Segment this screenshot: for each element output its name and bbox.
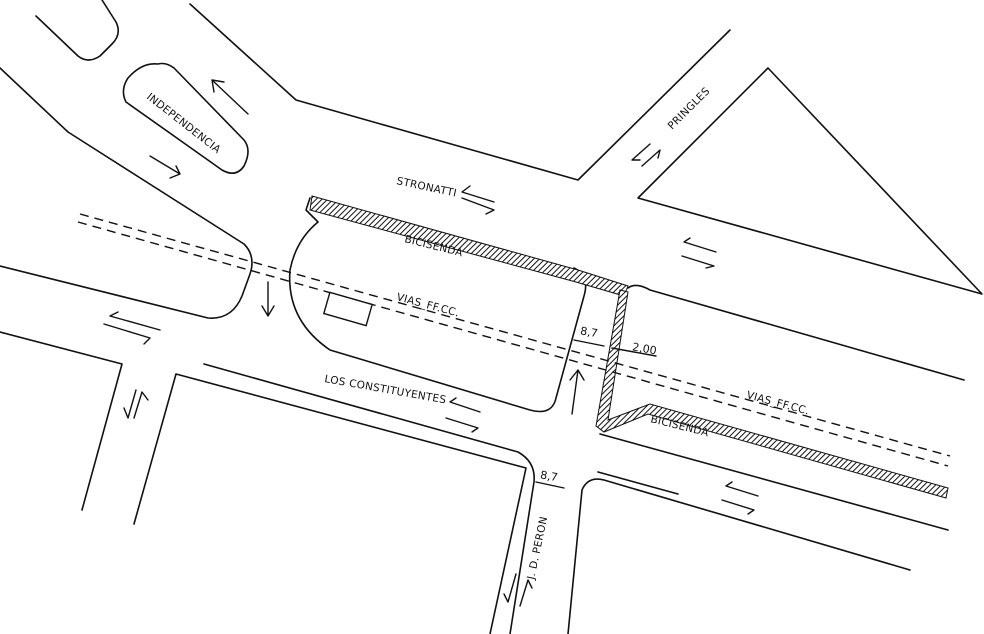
label-los-constituyentes: LOS CONSTITUYENTES (323, 373, 447, 406)
dimension-peron: 8,7 (535, 468, 565, 489)
svg-text:8,7: 8,7 (539, 468, 558, 484)
curb-southeast-block (567, 478, 911, 634)
bicisenda-north-strip (309, 195, 629, 297)
dimension-bikepath: 2,00 (611, 340, 658, 357)
arrow-independencia-up-left (211, 79, 249, 115)
label-railway-center: VIAS_FF.CC. (395, 291, 460, 319)
arrow-east-avenue-two-way (681, 237, 717, 269)
railway-line-south (77, 221, 949, 467)
curb-southwest-block (133, 373, 527, 634)
arrow-crossing-up (569, 369, 585, 415)
central-median (288, 197, 587, 413)
label-railway-east: VIAS_FF.CC. (745, 389, 810, 417)
curb-top-left-block (35, 0, 120, 61)
railway-line-north (79, 213, 951, 457)
curb-east-south (599, 433, 949, 531)
arrow-peron-two-way (503, 573, 533, 607)
label-pringles: PRINGLES (666, 85, 713, 132)
arrow-crossing-down (261, 281, 275, 317)
label-stronatti: STRONATTI (395, 175, 457, 199)
arrow-southeast-avenue-two-way (721, 481, 759, 515)
curb-west-block (0, 331, 123, 511)
svg-text:8,7: 8,7 (579, 324, 598, 340)
curb-los-constituyentes-north (203, 363, 535, 634)
arrow-west-avenue-two-way (103, 311, 161, 345)
arrow-independencia-down-right (149, 155, 181, 179)
curb-west-northside (0, 67, 253, 319)
arrow-west-cross-two-way (123, 389, 149, 419)
dimension-crossing: 8,7 (573, 324, 605, 347)
curb-north-block (189, 3, 731, 181)
label-jd-peron: J. D. PERON (525, 515, 550, 581)
arrow-los-constituyentes-two-way (445, 397, 481, 433)
median-structure (322, 291, 374, 327)
independencia-island (122, 62, 249, 174)
arrow-pringles-two-way (631, 143, 661, 167)
curb-east-north (627, 284, 965, 381)
curb-southeast-inner (597, 471, 679, 495)
pringles-triangle-block (637, 67, 983, 295)
bicisenda-vertical-strip (595, 289, 949, 499)
svg-text:2,00: 2,00 (631, 340, 657, 357)
arrow-stronatti-two-way (461, 185, 495, 215)
